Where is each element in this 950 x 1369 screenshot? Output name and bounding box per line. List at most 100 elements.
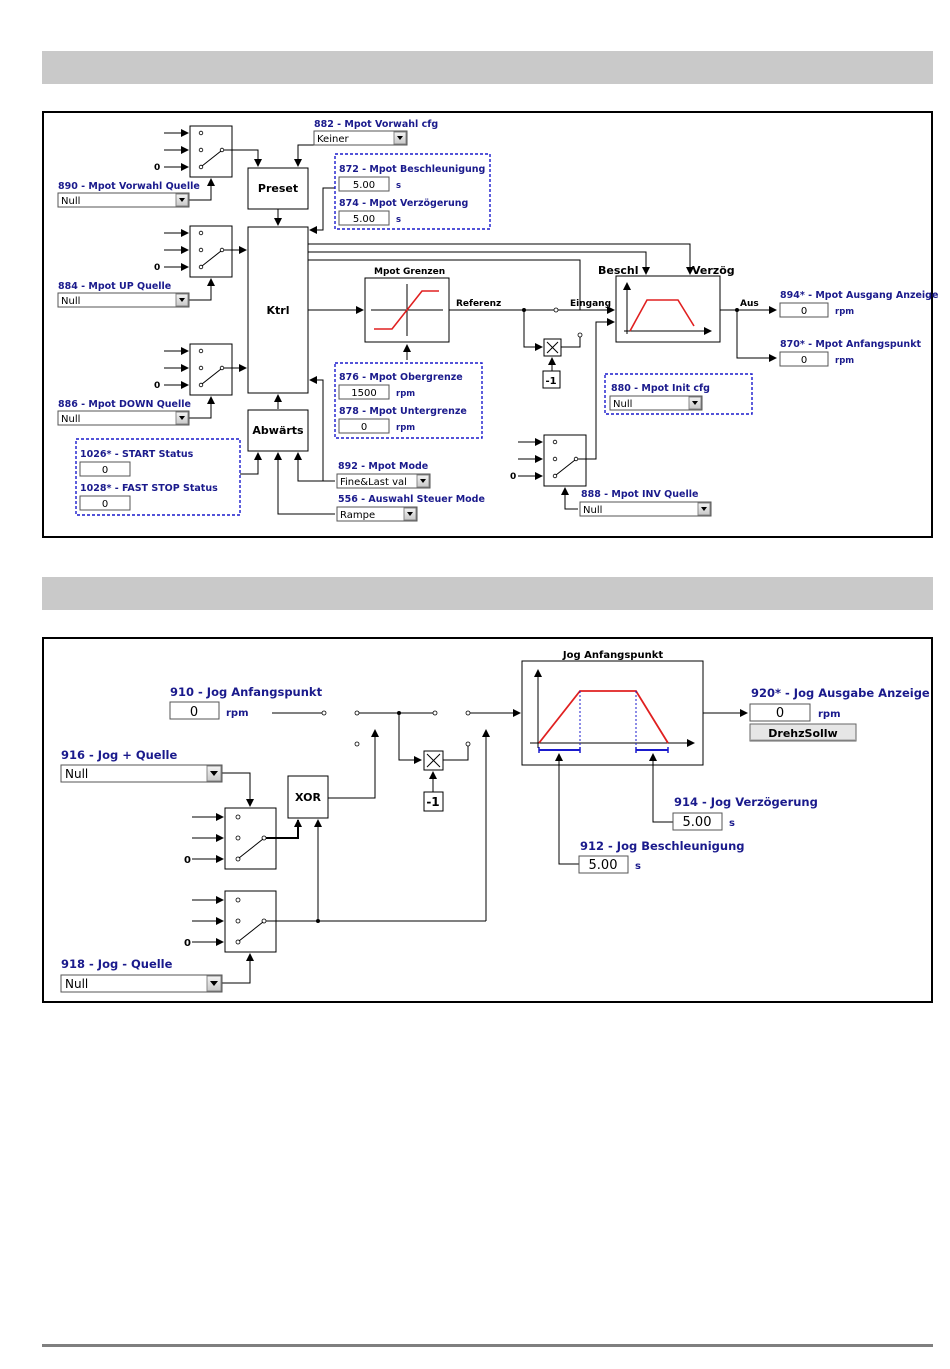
fast-stop-status-field (79, 495, 131, 511)
grenzen-title: Mpot Grenzen (374, 267, 445, 277)
ramp-block (615, 275, 721, 343)
abwaerts-block (247, 409, 309, 452)
preset-block (247, 167, 309, 210)
down-quelle-dropdown[interactable]: Null (57, 410, 190, 426)
jog-minus-quelle-dropdown[interactable]: Null (60, 974, 223, 993)
up-zero-input: 0 (154, 263, 160, 273)
down-quelle-value: Null (61, 414, 80, 425)
anfangspunkt-field (779, 351, 829, 367)
limiter-curve (374, 290, 439, 330)
jog-ramp-title: Jog Anfangspunkt (562, 650, 663, 661)
vorwahl-cfg-label: 882 - Mpot Vorwahl cfg (314, 119, 438, 130)
obergrenze-value: 1500 (351, 388, 376, 399)
init-group (604, 373, 753, 415)
jog-ramp-curve (538, 690, 669, 744)
beschl-label: Beschl (598, 264, 639, 277)
jog-minus-quelle-label: 918 - Jog - Quelle (61, 957, 173, 971)
jog-diagram-panel: 910 - Jog Anfangspunkt 0 rpm -1 XOR 0 (42, 637, 933, 1003)
jog-beschleunigung-field[interactable] (578, 855, 629, 874)
jog-beschleunigung-value: 5.00 (589, 858, 618, 873)
beschleunigung-unit: s (396, 181, 401, 191)
mpot-diagram-panel: 0 0 0 Preset Ktrl Abwärts (42, 111, 938, 538)
inv-zero-input: 0 (510, 472, 516, 482)
accel-group (334, 153, 491, 230)
down-quelle-label: 886 - Mpot DOWN Quelle (58, 399, 191, 410)
init-cfg-dropdown[interactable]: Null (609, 395, 703, 411)
init-cfg-label: 880 - Mpot Init cfg (611, 383, 710, 394)
jog-beschleunigung-label: 912 - Jog Beschleunigung (580, 839, 745, 853)
steuer-mode-dropdown[interactable]: Rampe (336, 506, 418, 522)
init-cfg-value: Null (613, 399, 632, 410)
jog-minus-one-label: -1 (426, 795, 439, 809)
jog-plus-quelle-label: 916 - Jog + Quelle (61, 748, 177, 762)
eingang-label: Eingang (570, 299, 611, 309)
up-quelle-dropdown[interactable]: Null (57, 292, 190, 308)
beschleunigung-field[interactable] (338, 176, 390, 192)
referenz-label: Referenz (456, 299, 501, 309)
obergrenze-label: 876 - Mpot Obergrenze (339, 372, 463, 383)
verzoegerung-field[interactable] (338, 210, 390, 226)
untergrenze-value: 0 (361, 422, 367, 433)
jog-beschleunigung-unit: s (635, 861, 641, 872)
jog-anfangspunkt-label: 910 - Jog Anfangspunkt (170, 685, 323, 699)
ramp-curve (629, 299, 695, 332)
start-status-value: 0 (102, 465, 108, 476)
anfangspunkt-unit: rpm (835, 356, 854, 366)
jog-plus-quelle-dropdown[interactable]: Null (60, 764, 223, 783)
selector-switch-up (189, 225, 233, 278)
untergrenze-unit: rpm (396, 423, 415, 433)
drehz-sollw-button[interactable]: DrehzSollw (749, 723, 857, 742)
jog-verzoegerung-unit: s (729, 818, 735, 829)
vorwahl-quelle-value: Null (61, 196, 80, 207)
jog-ausgabe-field (749, 703, 811, 722)
minus-one-label: -1 (545, 376, 556, 387)
vorwahl-cfg-dropdown[interactable]: Keiner (313, 130, 408, 146)
ausgang-anzeige-label: 894* - Mpot Ausgang Anzeige (780, 290, 938, 301)
xor-label: XOR (295, 791, 321, 804)
vorwahl-quelle-dropdown[interactable]: Null (57, 192, 190, 208)
ktrl-block-label: Ktrl (267, 304, 290, 317)
selector-switch-down (189, 343, 233, 396)
up-quelle-value: Null (61, 296, 80, 307)
jog-verzoegerung-label: 914 - Jog Verzögerung (674, 795, 818, 809)
steuer-mode-value: Rampe (340, 510, 375, 521)
jog-minus-zero-input: 0 (184, 938, 191, 949)
up-quelle-label: 884 - Mpot UP Quelle (58, 281, 171, 292)
verzoegerung-label: 874 - Mpot Verzögerung (339, 198, 468, 209)
untergrenze-field[interactable] (338, 418, 390, 434)
verzoegerung-unit: s (396, 215, 401, 225)
jog-verzoegerung-field[interactable] (672, 812, 723, 831)
drehz-sollw-label: DrehzSollw (768, 727, 837, 740)
fast-stop-status-label: 1028* - FAST STOP Status (80, 483, 218, 494)
vorwahl-quelle-label: 890 - Mpot Vorwahl Quelle (58, 181, 200, 192)
inv-quelle-dropdown[interactable]: Null (579, 501, 712, 517)
jog-ausgabe-unit: rpm (818, 709, 841, 720)
xor-block (287, 775, 329, 819)
jog-ramp-block (521, 660, 704, 766)
obergrenze-unit: rpm (396, 389, 415, 399)
start-status-label: 1026* - START Status (80, 449, 194, 460)
ausgang-anzeige-unit: rpm (835, 307, 854, 317)
jog-plus-quelle-value: Null (65, 767, 88, 781)
steuer-mode-label: 556 - Auswahl Steuer Mode (338, 494, 485, 505)
footer-rule (42, 1344, 933, 1347)
mode-dropdown[interactable]: Fine&Last val (336, 473, 431, 489)
obergrenze-field[interactable] (338, 384, 390, 400)
section-header-mpot (42, 51, 933, 84)
mode-label: 892 - Mpot Mode (338, 461, 428, 472)
jog-anfangspunkt-value: 0 (190, 705, 198, 720)
jog-minus-one-block (423, 791, 444, 812)
ausgang-anzeige-value: 0 (801, 306, 807, 317)
vorwahl-zero-input: 0 (154, 163, 160, 173)
status-group (75, 438, 241, 516)
start-status-field (79, 461, 131, 477)
jog-anfangspunkt-field[interactable] (169, 701, 220, 720)
jog-anfangspunkt-unit: rpm (226, 708, 249, 719)
selector-switch-vorwahl (189, 125, 233, 178)
selector-switch-inv (543, 434, 587, 487)
vorwahl-cfg-value: Keiner (317, 134, 349, 145)
jog-plus-zero-input: 0 (184, 855, 191, 866)
inv-quelle-value: Null (583, 505, 602, 516)
jog-ausgabe-label: 920* - Jog Ausgabe Anzeige (751, 686, 930, 700)
fast-stop-status-value: 0 (102, 499, 108, 510)
